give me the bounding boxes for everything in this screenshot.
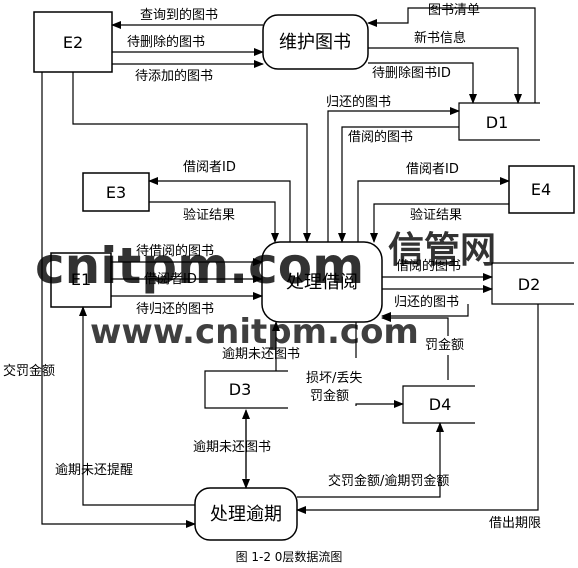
flow-new-book-info-arrow xyxy=(368,47,522,104)
flow-books-to-delete-label: 待删除的图书 xyxy=(127,34,205,50)
flow-overdue-reminder-label: 逾期未还提醒 xyxy=(55,462,133,478)
flow-returned-books-d1-label: 归还的图书 xyxy=(326,94,391,110)
flow-damage-loss-arrow xyxy=(355,400,404,408)
flow-queried-books-label: 查询到的图书 xyxy=(140,7,218,23)
flow-borrowed-books-d2-label: 借阅的图书 xyxy=(396,258,461,274)
entity-e4-label: E4 xyxy=(531,180,551,199)
process-maintain-books-label: 维护图书 xyxy=(279,32,351,53)
flow-damage-loss-label: 损坏/丢失 xyxy=(306,371,362,386)
flow-borrow-period-arrow xyxy=(296,304,539,514)
flow-borrow-period-label: 借出期限 xyxy=(489,516,541,531)
flow-borrower-id-e3-label: 借阅者ID xyxy=(183,160,236,175)
flow-delete-book-id-arrow xyxy=(368,62,477,104)
flow-book-list-label: 图书清单 xyxy=(428,3,480,18)
entity-e4: E4 xyxy=(508,165,575,214)
flow-returned-books-d2-label: 归还的图书 xyxy=(394,294,459,310)
flow-pay-fine-arrow xyxy=(41,72,196,528)
flow-verify-result-e4-label: 验证结果 xyxy=(410,207,462,223)
flow-books-to-borrow-label: 待借阅的图书 xyxy=(136,243,214,259)
store-d2: D2 xyxy=(491,262,574,305)
entity-e1-label: E1 xyxy=(71,270,91,289)
store-d1: D1 xyxy=(458,102,540,141)
flow-borrowed-books-d1-label: 借阅的图书 xyxy=(348,129,413,145)
entity-e3: E3 xyxy=(82,172,150,212)
flow-overdue-books-up-label: 逾期未还图书 xyxy=(222,347,300,362)
store-d3: D3 xyxy=(204,370,288,409)
flow-e2-to-borrow-arrow xyxy=(72,72,311,243)
flow-new-book-info-label: 新书信息 xyxy=(414,30,466,46)
flow-paid-fines-arrow xyxy=(297,422,444,498)
figure-caption: 图 1-2 0层数据流图 xyxy=(236,549,343,564)
flow-overdue-reminder-arrow xyxy=(79,306,195,506)
flow-borrower-id-e1-label: 借阅者ID xyxy=(144,272,197,287)
store-d2-label: D2 xyxy=(518,275,541,294)
flow-books-to-return-label: 待归还的图书 xyxy=(136,301,214,317)
flow-books-to-add-label: 待添加的图书 xyxy=(135,68,213,84)
flow-verify-result-e4-arrow xyxy=(370,203,509,243)
flow-returned-books-d1-arrow xyxy=(327,107,460,242)
flow-borrower-id-e4-label: 借阅者ID xyxy=(406,162,459,177)
store-d3-label: D3 xyxy=(229,380,252,399)
entity-e2: E2 xyxy=(33,11,113,73)
flow-paid-fines-label: 交罚金额/逾期罚金额 xyxy=(328,473,449,489)
process-handle-overdue: 处理逾期 xyxy=(194,487,298,541)
flow-returned-books-d2-arrow xyxy=(381,304,469,320)
flow-book-list-arrow xyxy=(367,7,536,103)
flow-fine-amount-arrow xyxy=(381,314,449,336)
entity-e2-label: E2 xyxy=(63,33,83,52)
watermark-main: cnitpm.com xyxy=(35,237,364,295)
store-d4-label: D4 xyxy=(429,395,452,414)
process-handle-overdue-label: 处理逾期 xyxy=(210,504,282,525)
watermark-cn: 信管网 xyxy=(388,230,496,271)
store-d4: D4 xyxy=(402,385,475,424)
flow-overdue-books-down-label: 逾期未还图书 xyxy=(193,440,271,455)
flow-fine-amount-label: 罚金额 xyxy=(425,337,464,353)
entity-e3-label: E3 xyxy=(106,183,126,202)
process-handle-borrowing-label: 处理借阅 xyxy=(286,272,358,293)
flow-borrower-id-e4-arrow xyxy=(357,177,510,242)
flow-borrower-id-e3-arrow xyxy=(148,177,291,242)
flow-verify-result-e3-arrow xyxy=(149,201,279,243)
flow-pay-fine-label: 交罚金额 xyxy=(3,363,55,379)
watermark: cnitpm.com 信管网 www.cnitpm.com xyxy=(35,230,496,352)
flow-verify-result-e3-label: 验证结果 xyxy=(183,207,235,223)
store-d1-label: D1 xyxy=(486,113,509,132)
flow-delete-book-id-label: 待删除图书ID xyxy=(372,66,451,81)
watermark-url: www.cnitpm.com xyxy=(90,312,419,352)
process-maintain-books: 维护图书 xyxy=(262,14,369,70)
flow-borrowed-books-d1-arrow xyxy=(338,126,459,243)
flow-fine-amount-2-label: 罚金额 xyxy=(310,388,349,404)
